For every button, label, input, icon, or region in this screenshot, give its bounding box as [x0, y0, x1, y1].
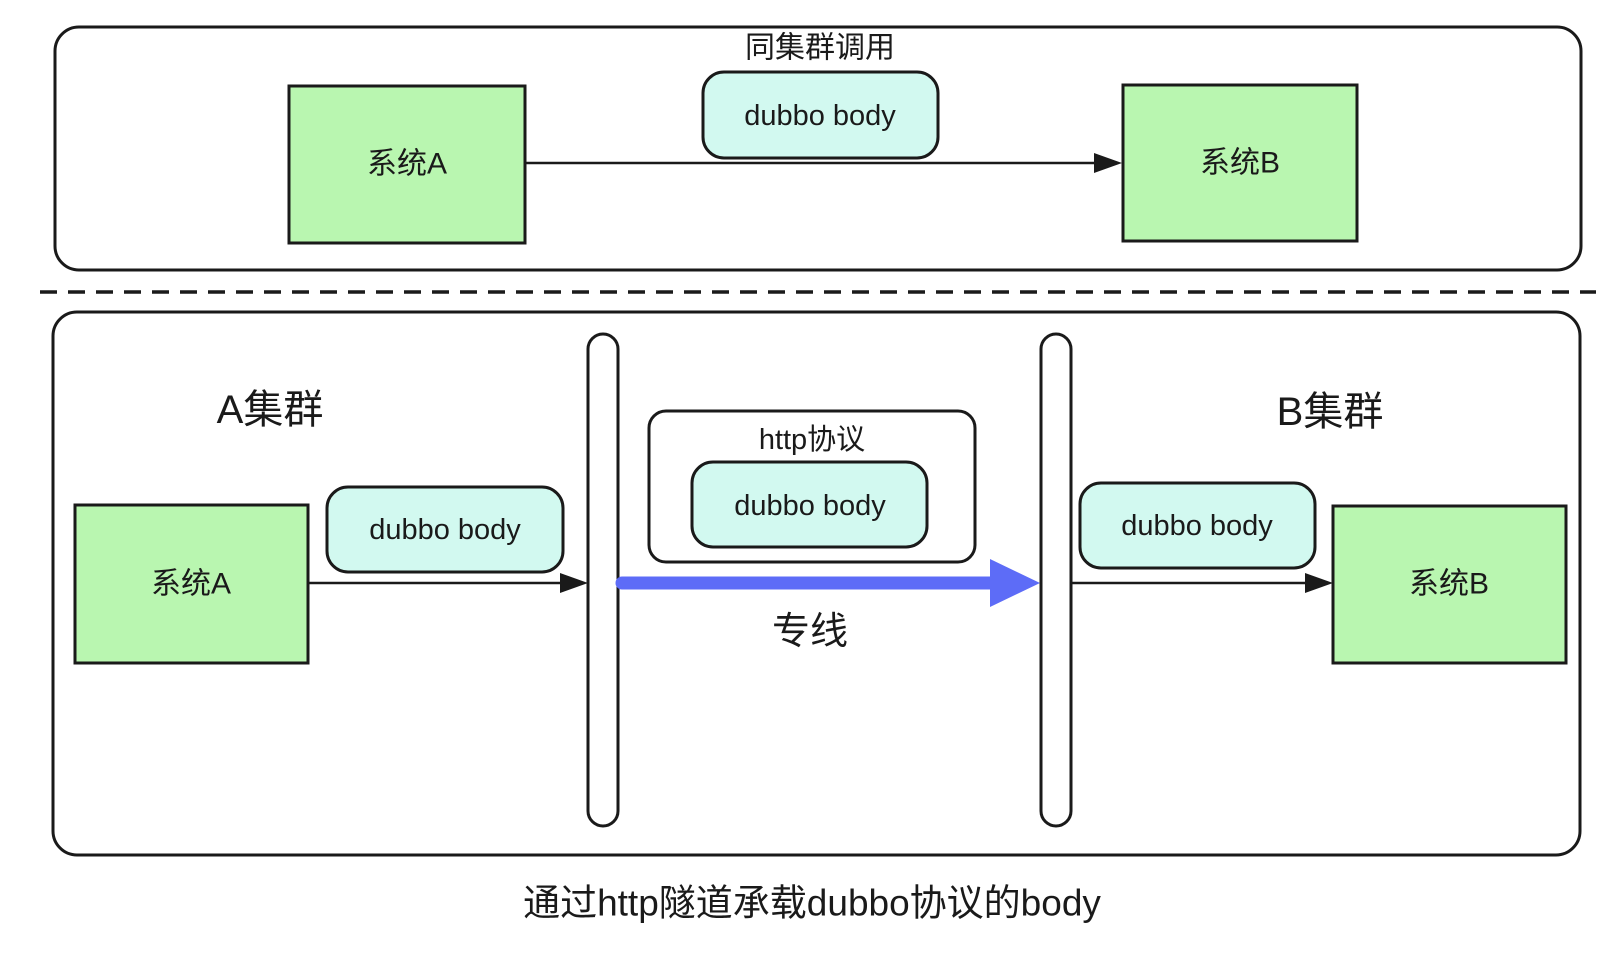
top-arrowhead-icon [1094, 153, 1122, 173]
diagram-caption: 通过http隧道承载dubbo协议的body [523, 883, 1101, 924]
dedicated-line-head-icon [990, 559, 1040, 607]
arrow-system-a-to-bar-icon [308, 573, 588, 593]
left-dubbo-body-label: dubbo body [369, 514, 521, 546]
top-dubbo-body-pill [701, 70, 940, 160]
same-cluster-panel: 同集群调用 系统A dubbo body 系统B [53, 25, 1583, 272]
arrow-a-head-icon [560, 573, 588, 593]
arrow-bar-to-system-b-icon [1071, 573, 1333, 593]
top-system-a-label: 系统A [367, 148, 447, 181]
top-arrow-a-to-b-icon [525, 153, 1122, 173]
gateway-bar-b [1039, 332, 1073, 828]
cluster-a-label: A集群 [217, 388, 324, 432]
bottom-system-b-label: 系统B [1409, 568, 1489, 601]
bottom-system-b-box [1331, 504, 1568, 665]
same-cluster-title: 同集群调用 [745, 32, 895, 65]
gateway-bar-a [586, 332, 620, 828]
top-system-b-label: 系统B [1200, 147, 1280, 180]
dedicated-line-arrow-icon [615, 559, 1040, 607]
arrow-b-head-icon [1305, 573, 1333, 593]
cluster-b-label: B集群 [1277, 390, 1384, 434]
bottom-system-a-box [73, 503, 310, 665]
cross-cluster-panel: A集群 B集群 系统A dubbo body http协议 dubbo body… [51, 310, 1582, 857]
top-system-b-box [1121, 83, 1359, 243]
center-dubbo-body-pill [690, 460, 929, 549]
right-dubbo-body-pill [1078, 481, 1317, 570]
top-dubbo-body-label: dubbo body [744, 100, 896, 132]
left-dubbo-body-pill [325, 485, 565, 574]
bottom-system-a-label: 系统A [151, 568, 231, 601]
http-protocol-label: http协议 [759, 423, 865, 456]
center-dubbo-body-label: dubbo body [734, 490, 886, 522]
right-dubbo-body-label: dubbo body [1121, 510, 1273, 542]
top-system-a-box [287, 84, 527, 245]
dedicated-line-label: 专线 [772, 611, 848, 653]
